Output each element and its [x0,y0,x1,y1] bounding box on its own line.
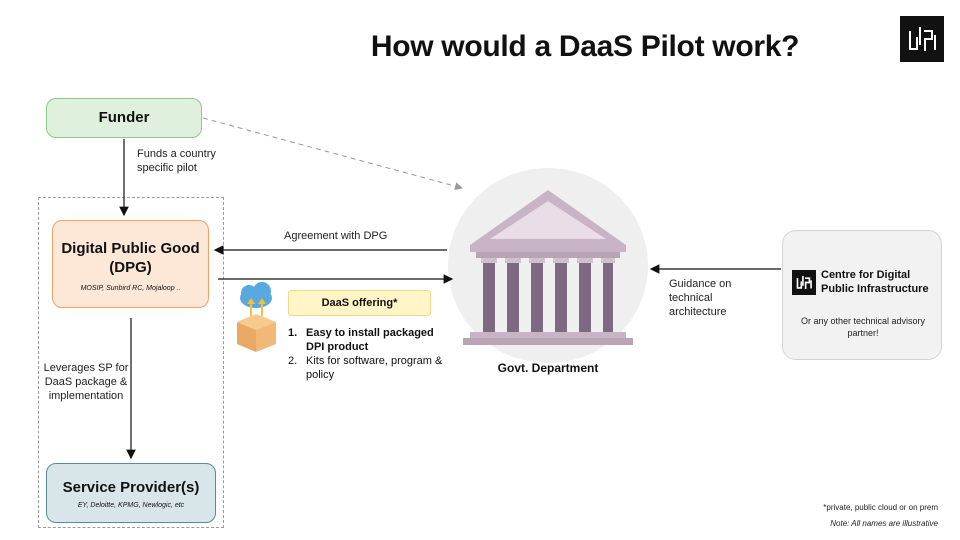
funder-node: Funder [46,98,202,138]
dpg-node: Digital Public Good (DPG) MOSIP, Sunbird… [52,220,209,308]
offering-item-text: Kits for software, program & policy [306,355,443,381]
cdpi-small-logo [792,270,816,295]
cloud-package-icon [237,282,276,352]
label-funds: Funds a country specific pilot [137,148,216,174]
offering-item: 2. Kits for software, program & policy [288,354,448,382]
offering-item-number: 2. [288,355,298,367]
govt-building-icon [463,190,633,345]
footnote-deploy: *private, public cloud or on prem [823,503,938,512]
cdpi-name: Centre for Digital Public Infrastructure [821,269,929,295]
offering-list: 1. Easy to install packaged DPI product … [288,326,448,382]
cdpi-logo [900,16,944,62]
govt-label: Govt. Department [497,361,599,375]
sp-examples: EY, Deloitte, KPMG, Newlogic, etc [77,502,185,509]
daas-offering-title: DaaS offering* [288,290,431,316]
dpg-examples: MOSIP, Sunbird RC, Mojaloop .. [80,285,181,292]
label-guidance: Guidance on technical architecture [669,278,732,318]
dpg-title: Digital Public Good (DPG) [61,240,200,276]
arrow-funder-to-govt [202,117,463,191]
label-agreement: Agreement with DPG [284,230,388,242]
dpg-sp-group [38,197,224,528]
offering-item-text: Easy to install packaged DPI product [306,327,434,353]
service-provider-node: Service Provider(s) EY, Deloitte, KPMG, … [46,463,216,523]
cdpi-node: Centre for Digital Public Infrastructure… [782,230,942,360]
page-title: How would a DaaS Pilot work? [370,30,800,63]
footnote-illustrative: Note: All names are illustrative [830,519,938,528]
sp-title: Service Provider(s) [62,479,200,496]
offering-item: 1. Easy to install packaged DPI product [288,326,448,354]
label-leverages: Leverages SP for DaaS package & implemen… [43,362,129,402]
offering-item-number: 1. [288,327,298,339]
cdpi-note: Or any other technical advisory partner! [800,316,926,338]
